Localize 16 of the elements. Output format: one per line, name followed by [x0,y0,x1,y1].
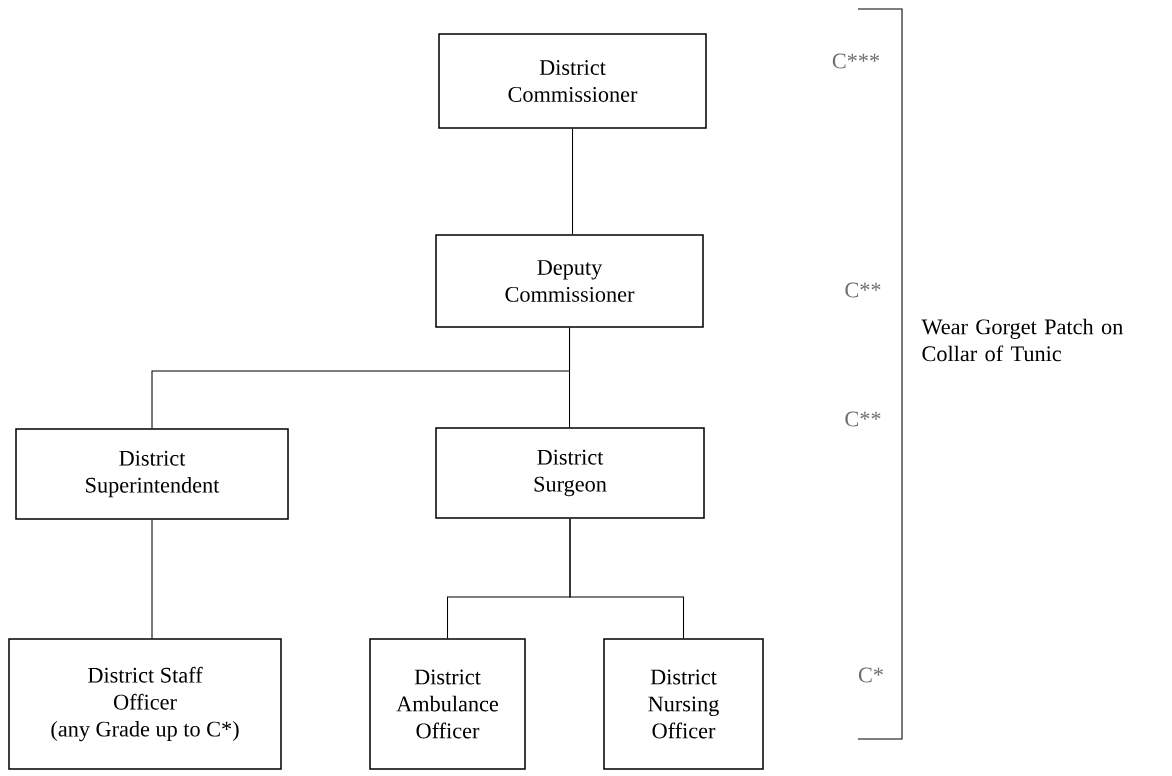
rank-box: District Commissioner [438,33,707,129]
connector-line [572,128,574,235]
connector-line [569,327,571,428]
grade-label: C** [845,411,881,427]
grade-label: C** [845,282,881,298]
connector-line [569,518,685,639]
grade-label: C*** [832,53,880,69]
rank-box: District Nursing Officer [603,638,764,770]
rank-box: District Superintendent [15,428,289,520]
rank-box: Deputy Commissioner [435,234,704,328]
connector-line [151,519,153,639]
rank-box: District Staff Officer (any Grade up to C*) [8,638,282,770]
rank-box: District Surgeon [435,427,705,519]
note: Wear Gorget Patch on Collar of Tunic [921,318,1123,362]
grade-label: C* [858,667,883,683]
rank-box: District Ambulance Officer [369,638,526,770]
